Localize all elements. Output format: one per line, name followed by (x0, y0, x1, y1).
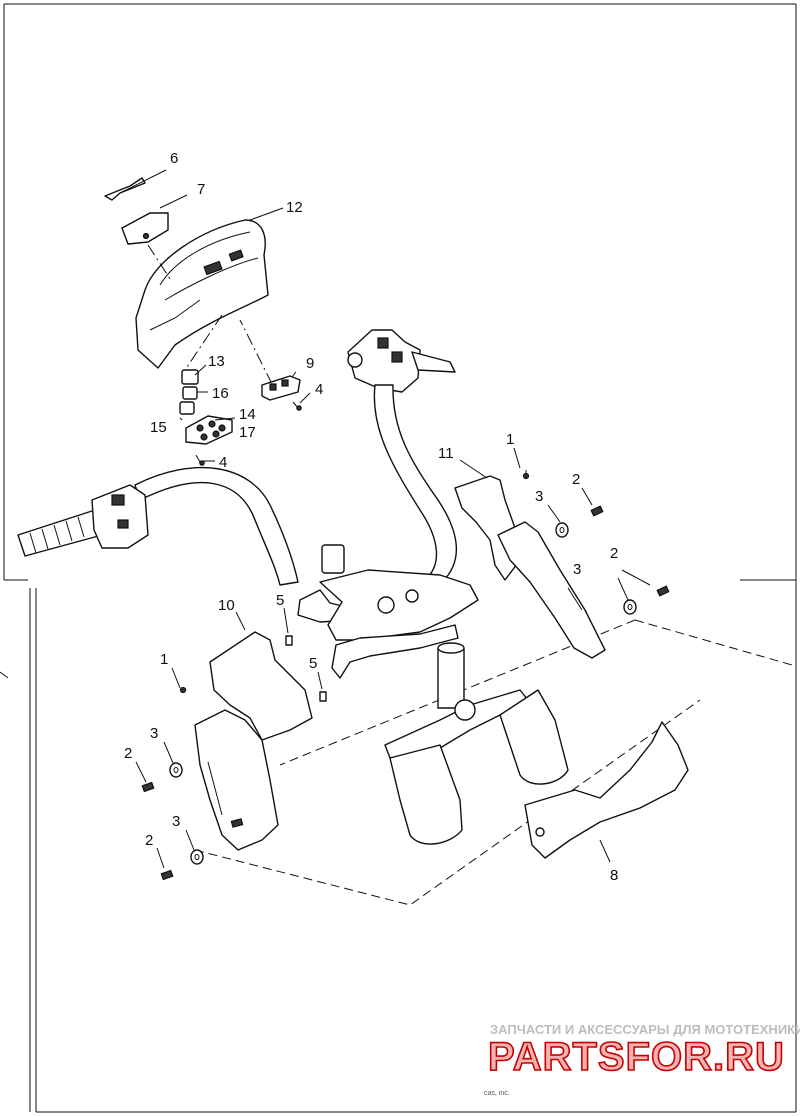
part-3-right-cover (497, 521, 606, 659)
right-switch-housing (347, 329, 456, 393)
right-screw-2 (590, 505, 604, 517)
watermark-tagline: ЗАПЧАСТИ И АКСЕССУАРЫ ДЛЯ МОТОТЕХНИКИ (490, 1022, 800, 1037)
label-5-a: 5 (276, 592, 284, 609)
watermark: ЗАПЧАСТИ И АКСЕССУАРЫ ДЛЯ МОТОТЕХНИКИ PA… (487, 1022, 800, 1080)
part-9-switch (261, 375, 301, 401)
label-15: 15 (150, 419, 167, 436)
part-5-setscrew-b (319, 691, 327, 702)
callout-labels: 6 7 12 13 16 15 14 17 4 9 4 1 11 2 3 2 3… (124, 150, 618, 884)
label-3-right-a: 3 (535, 488, 543, 505)
center-clamp (319, 544, 479, 679)
part-15-switch (179, 401, 195, 415)
label-7: 7 (197, 181, 205, 198)
leader-lines (119, 169, 651, 869)
label-2-right-a: 2 (572, 471, 580, 488)
label-4-left: 4 (219, 454, 227, 471)
label-5-b: 5 (309, 655, 317, 672)
leader-9-up (239, 319, 273, 385)
left-screw-2b (160, 869, 174, 881)
part-11-shroud (454, 475, 521, 581)
label-2-left-b: 2 (145, 832, 153, 849)
left-washer-3 (169, 762, 183, 778)
leader-7-down (147, 244, 173, 283)
riser (384, 642, 569, 845)
label-3-left-b: 3 (172, 813, 180, 830)
assembly-outline (194, 619, 793, 906)
frame (0, 3, 797, 1113)
right-washer-3b (623, 599, 637, 615)
left-screw-2 (141, 781, 155, 793)
label-3-left-a: 3 (150, 725, 158, 742)
label-16: 16 (212, 385, 229, 402)
part-6-clip (104, 177, 146, 201)
label-10: 10 (218, 597, 235, 614)
part-16-switch (182, 386, 198, 400)
part-3-left-cover (194, 709, 279, 851)
leader-12-down (184, 314, 223, 371)
left-grip (17, 509, 103, 557)
label-6: 6 (170, 150, 178, 167)
label-13: 13 (208, 353, 225, 370)
label-11: 11 (438, 445, 454, 462)
label-4-right: 4 (315, 381, 323, 398)
label-12: 12 (286, 199, 303, 216)
part-14-17-switch-block (185, 415, 233, 445)
part-12-housing (135, 219, 269, 369)
label-2-right-b: 2 (610, 545, 618, 562)
part-5-setscrew-a (285, 635, 293, 646)
label-1-left: 1 (160, 651, 168, 668)
left-switch-housing (91, 484, 149, 549)
label-3-right-b: 3 (573, 561, 581, 578)
label-9: 9 (306, 355, 314, 372)
copyright-text: cas, inc. (484, 1090, 510, 1097)
handlebar (134, 384, 457, 623)
right-screw-1 (522, 470, 530, 480)
right-screw-2b (656, 585, 670, 597)
label-14: 14 (239, 406, 256, 423)
part-13-cap (181, 369, 199, 385)
watermark-brand: PARTSFOR.RU (488, 1035, 785, 1079)
label-1-right: 1 (506, 431, 514, 448)
part-10-shroud (209, 631, 313, 741)
right-washer-3 (555, 522, 569, 538)
part-4-screw-left (195, 454, 205, 466)
part-4-screw-right (292, 401, 302, 411)
label-2-left-a: 2 (124, 745, 132, 762)
label-17: 17 (239, 424, 256, 441)
part-7-bracket (121, 212, 169, 245)
left-screw-1 (179, 686, 187, 694)
part-8-lower-cover (524, 721, 689, 859)
label-8: 8 (610, 867, 618, 884)
left-washer-3b (190, 849, 204, 865)
